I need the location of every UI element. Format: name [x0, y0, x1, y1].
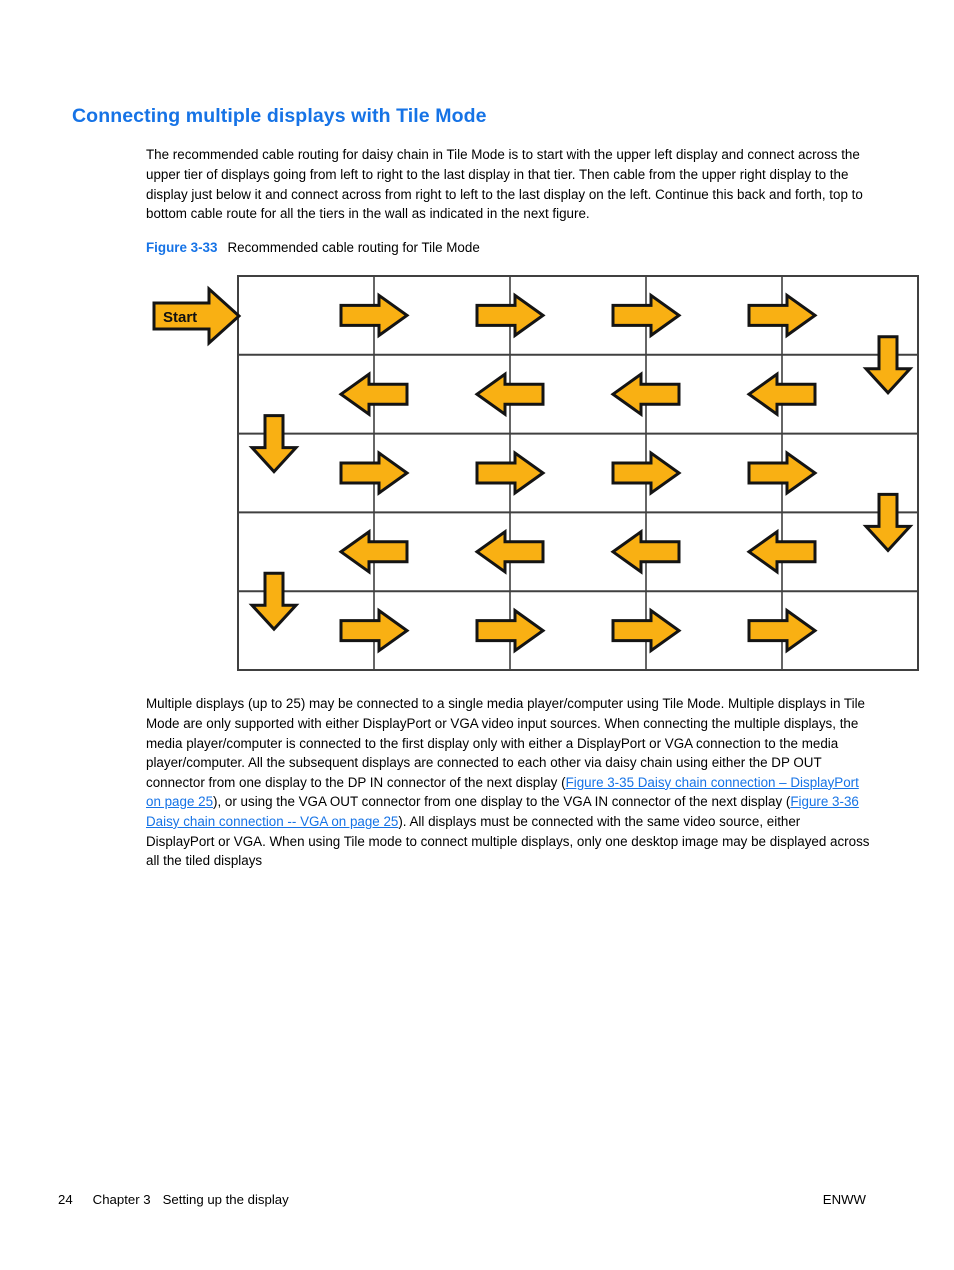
cable-arrow-down-icon [862, 335, 914, 396]
cable-arrow-down-icon [248, 571, 300, 632]
cable-arrow-left-icon [338, 371, 409, 418]
display-wall-grid [237, 275, 919, 671]
link-figure-3-36[interactable]: Figure 3-36 Daisy chain connection -- VG… [146, 794, 859, 829]
cable-arrow-right-icon [747, 607, 818, 654]
footer-left: 24 Chapter 3 Setting up the display [58, 1192, 289, 1207]
figure-caption: Figure 3-33 Recommended cable routing for… [146, 240, 480, 255]
cable-arrow-left-icon [746, 371, 817, 418]
cable-arrow-right-icon [611, 450, 682, 496]
cable-arrow-right-icon [475, 450, 546, 496]
footer-chapter: Chapter 3 [92, 1192, 151, 1207]
cable-arrow-right-icon [611, 607, 682, 654]
cable-arrow-left-icon [474, 528, 545, 575]
cable-arrow-right-icon [339, 607, 410, 654]
footer-page-number: 24 [58, 1192, 73, 1207]
cable-arrow-left-icon [746, 528, 817, 575]
cable-arrow-right-icon [747, 292, 818, 339]
cable-arrow-right-icon [475, 607, 546, 654]
link-figure-3-35[interactable]: Figure 3-35 Daisy chain connection – Dis… [146, 774, 859, 810]
footer-section: Setting up the display [162, 1192, 289, 1207]
cable-arrow-right-icon [339, 450, 410, 496]
cable-arrow-left-icon [474, 371, 545, 418]
figure-caption-text: Recommended cable routing for Tile Mode [227, 240, 480, 255]
cable-arrow-left-icon [610, 528, 681, 575]
cable-arrow-right-icon [339, 292, 410, 339]
intro-paragraph: The recommended cable routing for daisy … [146, 147, 863, 222]
footer-enww: ENWW [822, 1192, 866, 1207]
cable-arrow-left-icon [338, 528, 409, 575]
cable-arrow-right-icon [611, 292, 682, 339]
body-text-part2: ), or using the VGA OUT connector from o… [213, 794, 791, 810]
start-arrow-label: Start [163, 309, 197, 326]
tile-mode-routing-figure: Start [152, 275, 919, 671]
cable-arrow-down-icon [862, 492, 914, 553]
body-text-part1: Multiple displays (up to 25) may be conn… [146, 696, 865, 790]
cable-arrow-down-icon [248, 414, 300, 474]
cable-arrow-right-icon [747, 450, 818, 496]
body-paragraph: Multiple displays (up to 25) may be conn… [146, 694, 870, 870]
page-title: Connecting multiple displays with Tile M… [72, 105, 487, 128]
figure-label: Figure 3-33 [146, 240, 218, 255]
start-arrow [152, 285, 242, 347]
body-text-part3: ). All displays must be connected with t… [146, 813, 870, 869]
cable-arrow-left-icon [610, 371, 681, 418]
cable-arrow-right-icon [475, 292, 546, 339]
